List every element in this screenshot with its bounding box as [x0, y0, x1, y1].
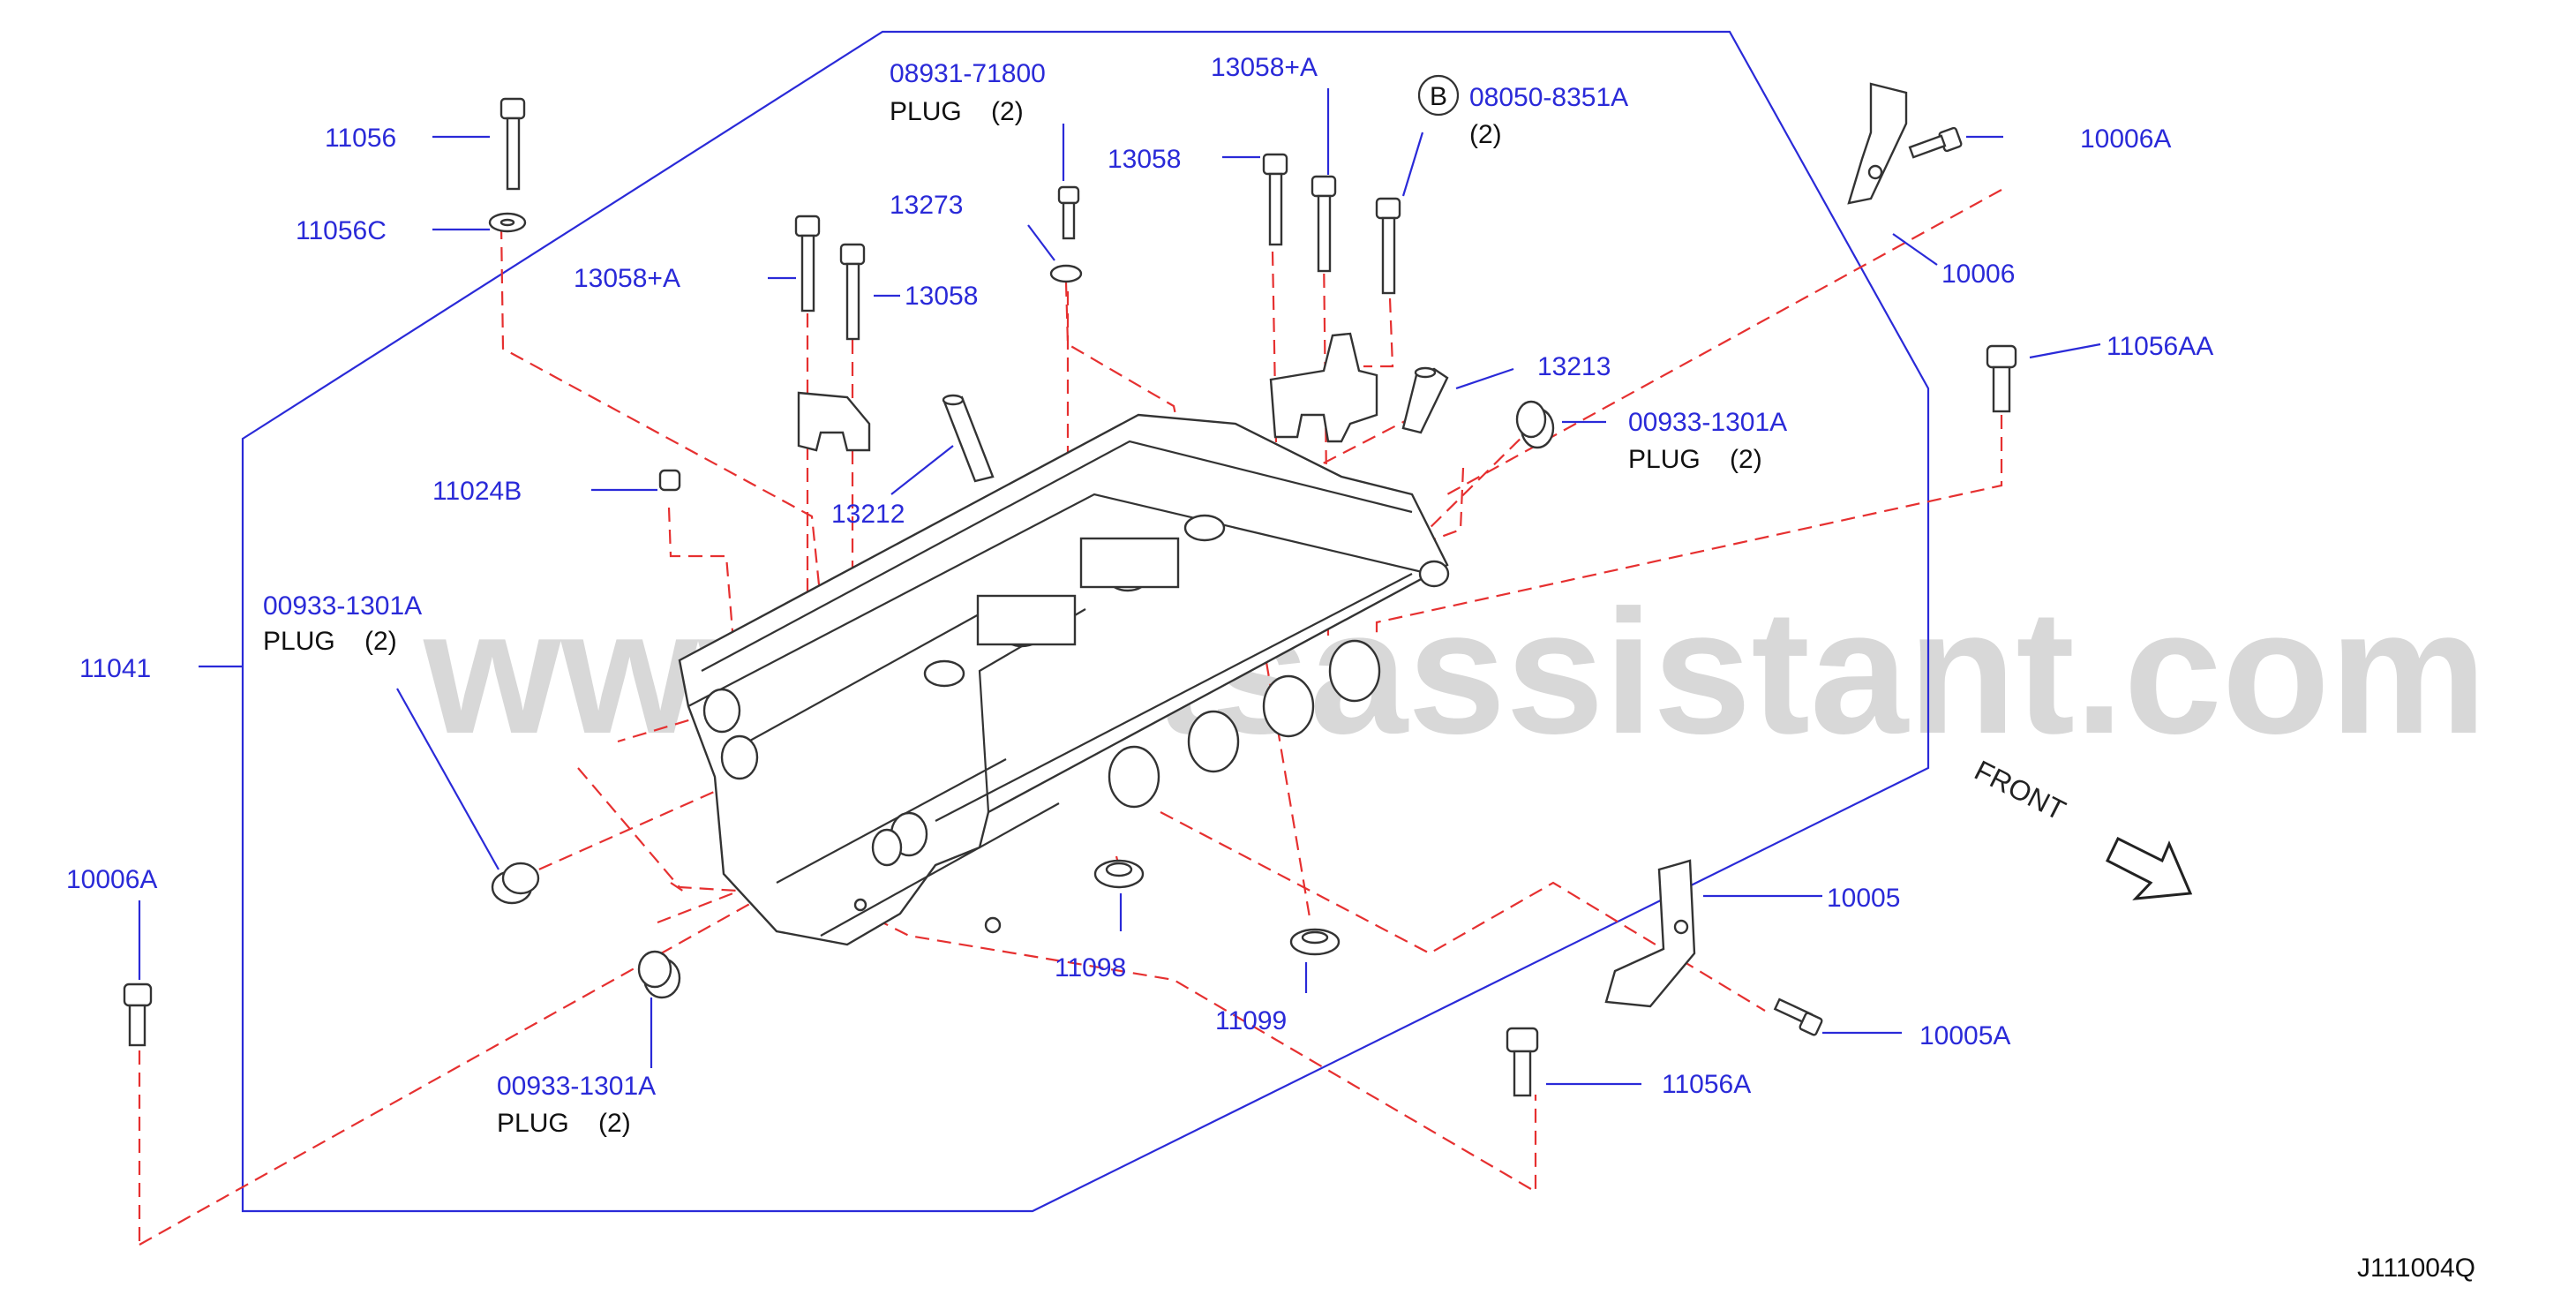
part-sleeve-13212: [942, 394, 995, 483]
washer-hole: [499, 218, 515, 227]
label-08050-number: 08050-8351A: [1469, 83, 1628, 112]
label-10006a-top: 10006A: [2080, 124, 2171, 154]
part-bracket-10005: [1604, 859, 1696, 1008]
cylinder-head-11041: [678, 413, 1450, 946]
assembly-boundary: [241, 30, 1930, 1213]
part-bolt-13058a-left: [794, 215, 821, 312]
label-leader-lines: [138, 88, 2101, 1086]
label-10005: 10005: [1827, 884, 1900, 913]
part-plug-00933-left: [491, 862, 540, 905]
diagram-code: J111004Q: [2357, 1254, 2475, 1283]
label-13213: 13213: [1537, 352, 1611, 381]
label-13058-left: 13058: [905, 282, 978, 311]
part-cam-bracket-right: [1269, 332, 1378, 443]
label-08931-number: 08931-71800: [890, 59, 1046, 88]
label-11099: 11099: [1215, 1006, 1287, 1035]
part-seal-11098: [1093, 859, 1145, 889]
label-00933-left-number: 00933-1301A: [263, 591, 422, 621]
label-13273: 13273: [890, 191, 963, 220]
label-00933-bottom-number: 00933-1301A: [497, 1072, 656, 1101]
part-plug-00933-bottom: [637, 950, 681, 999]
part-labels: 11056 11056C 13058+A 13058 11024B 13212 …: [66, 53, 2213, 1138]
part-cap-11024b: [658, 469, 681, 492]
label-10006a-left: 10006A: [66, 865, 157, 894]
part-bolt-10006a-top: [1908, 126, 1963, 159]
label-11098: 11098: [1055, 953, 1126, 982]
label-11041: 11041: [79, 654, 151, 683]
label-13058a-left: 13058+A: [574, 264, 680, 293]
part-bolt-13058-left: [839, 243, 866, 341]
label-10005a: 10005A: [1919, 1021, 2010, 1050]
part-bolt-11056aa: [1986, 344, 2017, 413]
label-00933-left-note: PLUG (2): [263, 627, 397, 656]
label-11056a: 11056A: [1662, 1070, 1751, 1099]
part-bolt-10005a: [1773, 998, 1823, 1036]
part-bolt-11056a: [1506, 1027, 1539, 1097]
part-sleeve-13213: [1401, 366, 1449, 434]
part-washer-13273: [1049, 264, 1083, 283]
callout-circle-b: [1417, 74, 1460, 117]
label-11056c: 11056C: [296, 216, 387, 245]
label-08931-note: PLUG (2): [890, 97, 1024, 126]
front-arrow-icon: [2106, 836, 2193, 900]
label-00933-right-number: 00933-1301A: [1628, 408, 1787, 437]
label-13058-top: 13058: [1108, 145, 1181, 174]
label-08050-note: (2): [1469, 120, 1502, 149]
label-11056aa: 11056AA: [2107, 332, 2213, 361]
part-bolt-10006a-left: [123, 982, 153, 1047]
part-bolt-13058-top: [1262, 153, 1288, 246]
label-11056: 11056: [325, 124, 396, 153]
part-bolt-11056: [499, 97, 526, 191]
label-11024b: 11024B: [432, 477, 522, 506]
part-bolt-13058a-top: [1311, 175, 1337, 273]
label-10006: 10006: [1941, 260, 2015, 289]
label-00933-bottom-note: PLUG (2): [497, 1109, 631, 1138]
label-00933-right-note: PLUG (2): [1628, 445, 1762, 474]
part-bracket-10006: [1847, 82, 1908, 205]
part-plug-08931-71800: [1057, 185, 1080, 240]
label-13058a-top: 13058+A: [1211, 53, 1318, 82]
part-cam-bracket-left: [797, 391, 871, 452]
part-seal-11099: [1289, 928, 1341, 956]
part-bolt-08050-8351a: [1375, 197, 1401, 295]
part-plug-00933-right: [1515, 400, 1555, 449]
callout-letter: B: [1430, 82, 1447, 111]
label-13212: 13212: [831, 500, 905, 529]
